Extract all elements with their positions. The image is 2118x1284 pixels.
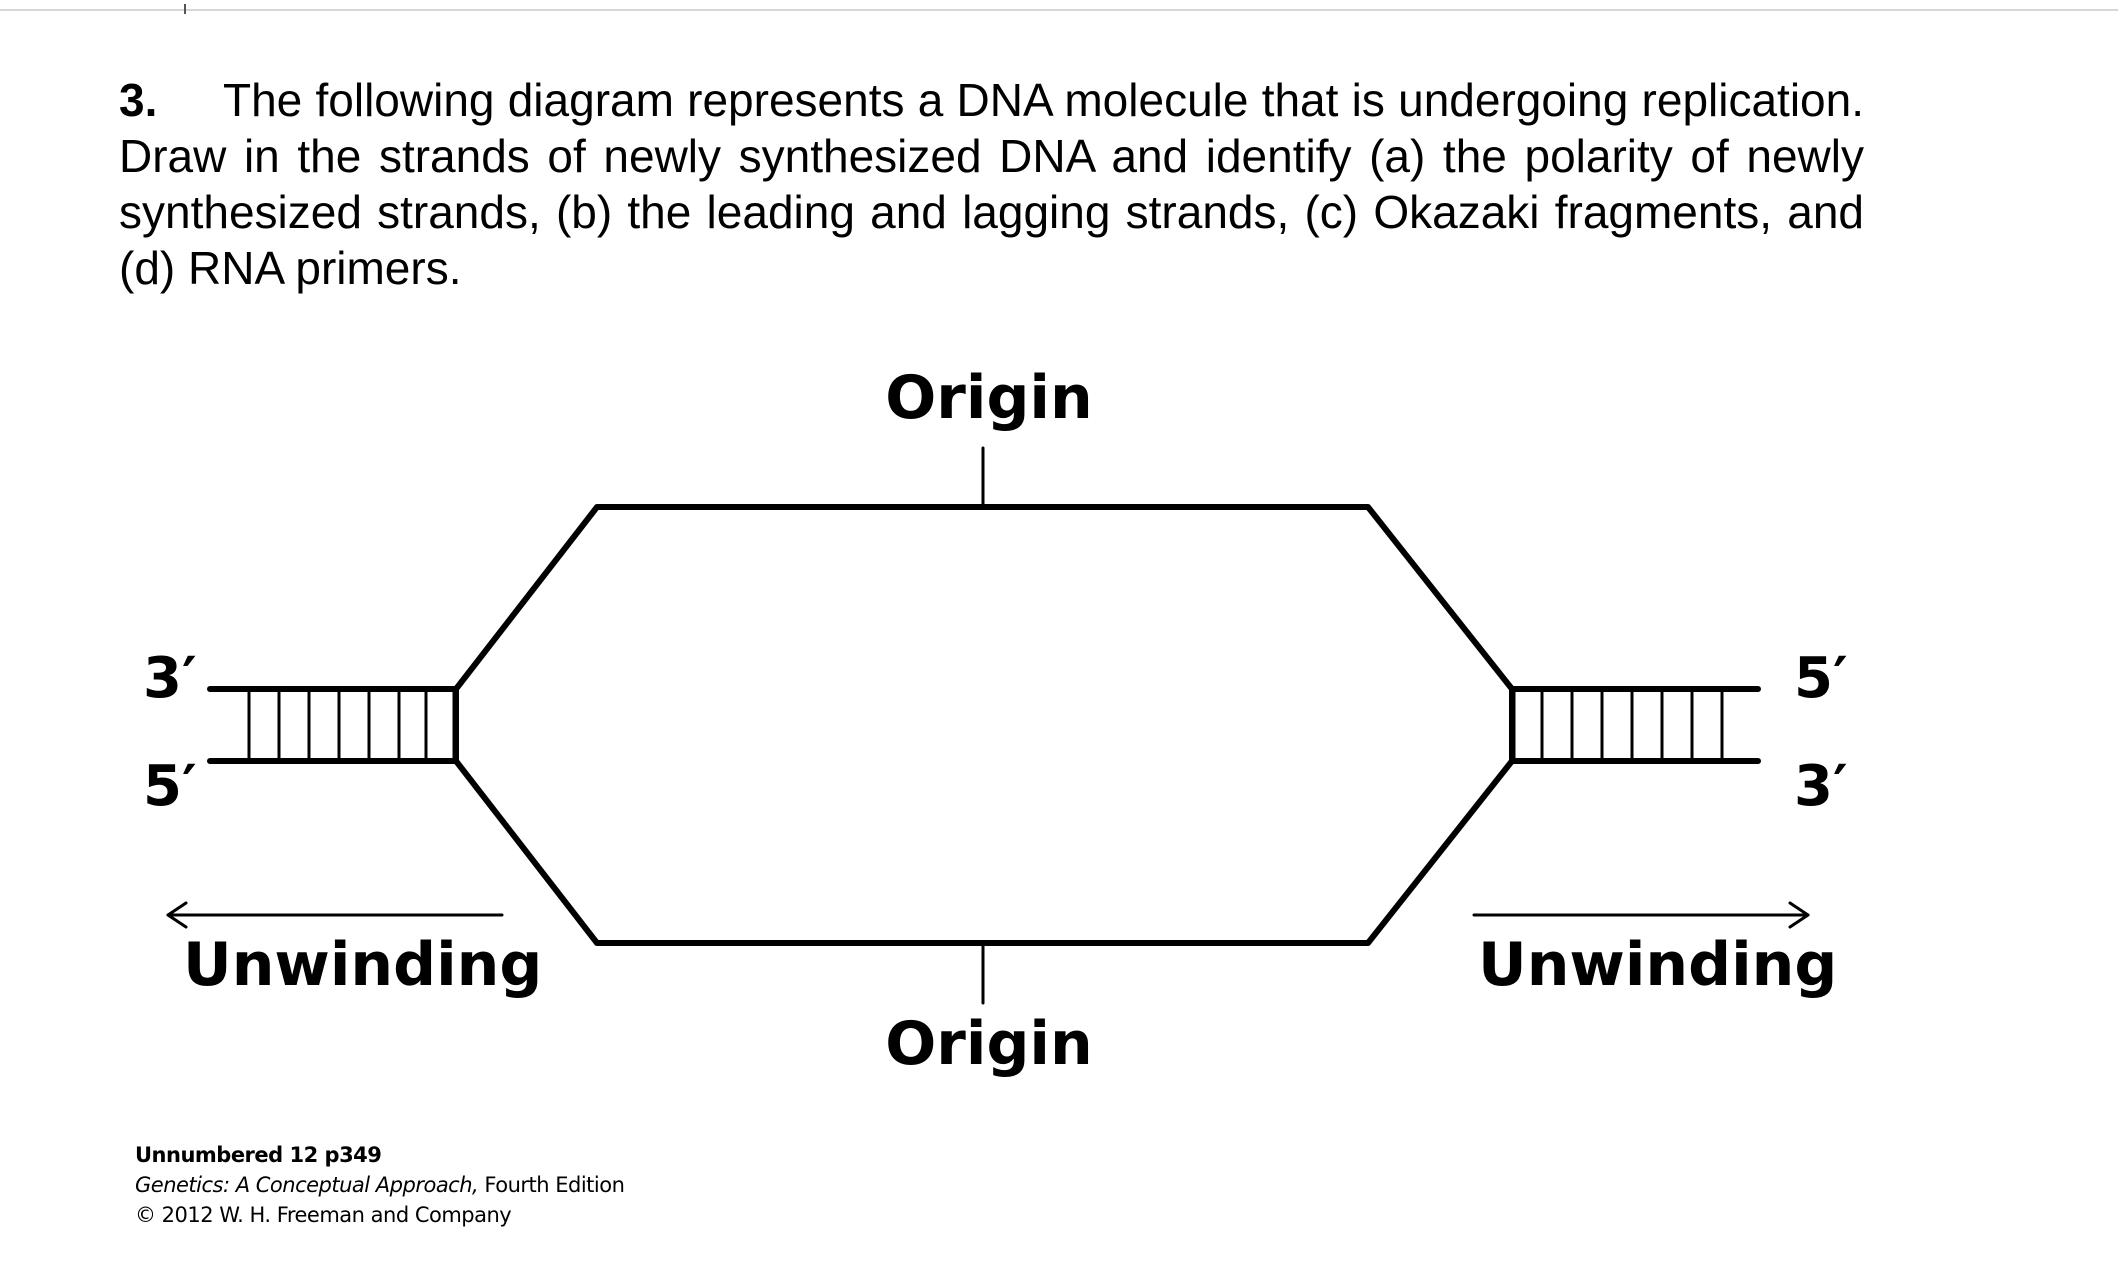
right-top-end-label: 5′	[1794, 646, 1848, 711]
right-base-pairs	[1512, 687, 1724, 763]
unwinding-right-arrow	[1472, 901, 1810, 929]
page-top-tick	[184, 4, 186, 14]
caption-book-title: Genetics: A Conceptual Approach,	[135, 1173, 479, 1197]
unwinding-left-arrow	[166, 901, 504, 929]
origin-bottom-label: Origin	[885, 1009, 1092, 1079]
caption-edition: Fourth Edition	[478, 1173, 625, 1197]
unwinding-left-label: Unwinding	[183, 930, 542, 1000]
right-bottom-end-label: 3′	[1794, 754, 1848, 819]
page-top-rule	[0, 9, 2118, 11]
figure-caption: Unnumbered 12 p349 Genetics: A Conceptua…	[135, 1140, 625, 1230]
caption-source: Genetics: A Conceptual Approach, Fourth …	[135, 1170, 625, 1200]
left-top-end-label: 3′	[143, 646, 197, 711]
question-body: The following diagram represents a DNA m…	[119, 74, 1864, 294]
left-bottom-end-label: 5′	[143, 754, 197, 819]
caption-copyright: © 2012 W. H. Freeman and Company	[135, 1203, 512, 1227]
unwinding-right-label: Unwinding	[1478, 930, 1837, 1000]
origin-top-label: Origin	[885, 363, 1092, 433]
question-number: 3.	[119, 74, 158, 126]
caption-id: Unnumbered 12 p349	[135, 1143, 382, 1167]
replication-bubble	[453, 504, 1515, 946]
question-text: 3.The following diagram represents a DNA…	[119, 72, 1864, 296]
left-base-pairs	[247, 687, 456, 763]
